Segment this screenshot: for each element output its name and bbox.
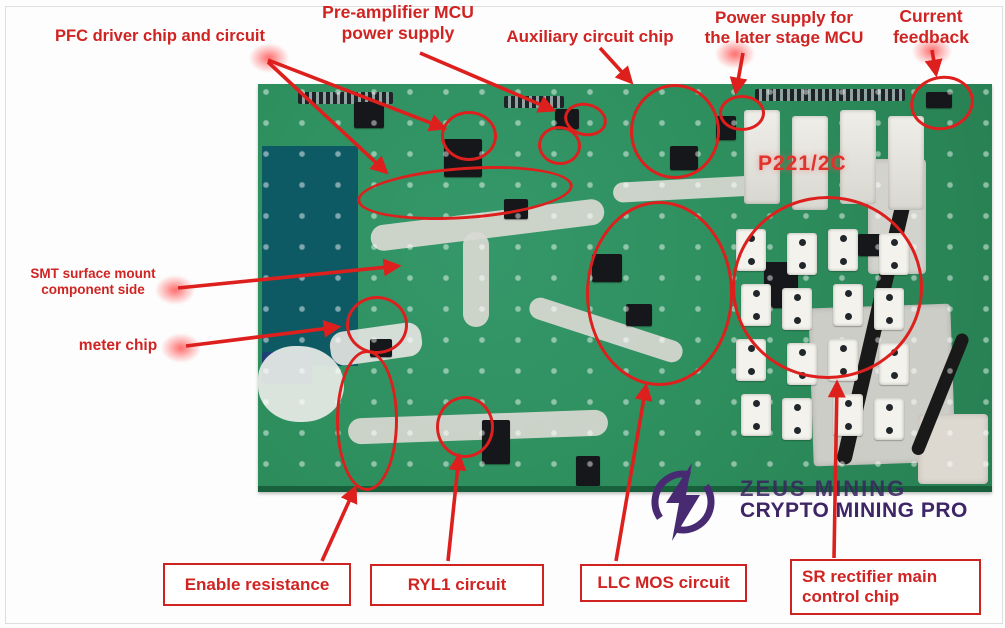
watermark-line2: CRYPTO MINING PRO	[740, 499, 968, 522]
label-preamp-line1: Pre-amplifier MCU	[322, 2, 474, 22]
callout-sr-rectifier: SR rectifier main control chip	[790, 559, 981, 615]
pcb-connector	[874, 398, 904, 440]
label-preamp: Pre-amplifier MCU power supply	[312, 2, 484, 43]
label-later-mcu: Power supply for the later stage MCU	[688, 8, 880, 48]
ic-chip	[576, 456, 600, 486]
pcb-connector	[833, 394, 863, 436]
glow-spot	[250, 44, 288, 72]
callout-sr-line1: SR rectifier main	[802, 567, 938, 587]
label-later-line2: the later stage MCU	[704, 28, 864, 48]
label-current-line2: feedback	[893, 26, 969, 47]
pin-header	[755, 89, 905, 101]
circle-pfc-chip	[441, 111, 497, 161]
circle-ryl1	[436, 396, 494, 458]
label-current-line1: Current	[899, 6, 963, 26]
circle-later-mcu	[719, 95, 765, 131]
label-aux: Auxiliary circuit chip	[506, 27, 674, 46]
watermark-line1: ZEUS MINING	[740, 476, 907, 501]
circle-aux-chip	[630, 84, 720, 179]
pcb-tall-connector	[792, 116, 828, 210]
label-smt: SMT surface mount component side	[18, 266, 168, 298]
callout-ryl1: RYL1 circuit	[370, 564, 544, 606]
zeus-mining-logo	[651, 463, 715, 541]
label-later-line1: Power supply for	[715, 8, 853, 27]
pcb-tall-connector	[888, 116, 924, 210]
circle-sr-rectifier	[732, 196, 923, 379]
label-current-feedback: Current feedback	[882, 6, 980, 47]
pin-header	[504, 96, 564, 108]
logo-ring	[651, 470, 715, 534]
ic-chip	[555, 109, 579, 129]
circle-enable-resistance	[336, 350, 398, 491]
image-border-frame	[5, 6, 1003, 624]
solder-blob	[258, 346, 344, 422]
board-marking-text: P221/2C	[758, 152, 847, 175]
label-pfc: PFC driver chip and circuit	[55, 27, 265, 45]
ic-chip	[354, 102, 384, 128]
label-preamp-line2: power supply	[341, 22, 455, 43]
callout-enable-resistance: Enable resistance	[163, 563, 351, 606]
paste-smear	[612, 175, 764, 203]
paste-smear	[463, 232, 489, 327]
label-meter-chip: meter chip	[78, 337, 158, 354]
circle-meter-chip	[346, 296, 408, 354]
callout-sr-line2: control chip	[802, 587, 900, 606]
pcb-tall-connector	[840, 110, 876, 204]
lightning-bolt-icon	[666, 463, 700, 541]
label-smt-line1: SMT surface mount	[30, 266, 156, 281]
ic-chip	[504, 199, 528, 219]
callout-llc-mos: LLC MOS circuit	[580, 564, 747, 602]
glow-spot	[162, 334, 200, 362]
label-smt-line2: component side	[41, 281, 145, 297]
pcb-connector	[741, 394, 771, 436]
ic-chip	[926, 92, 952, 108]
circle-llc-mos	[586, 201, 733, 386]
pcb-connector	[782, 398, 812, 440]
